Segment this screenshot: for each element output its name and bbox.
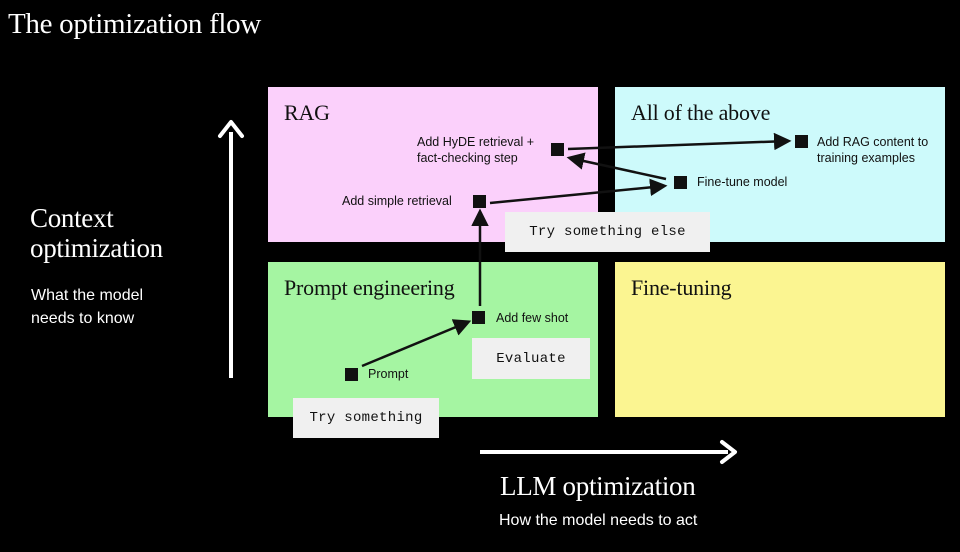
node-label-finetune-model: Fine-tune model	[697, 175, 788, 189]
node-marker-hyde	[551, 143, 564, 156]
x-axis-title: LLM optimization	[500, 471, 696, 501]
quadrant-title-rag: RAG	[284, 100, 330, 125]
quadrant-title-prompt: Prompt engineering	[284, 275, 455, 300]
node-label-rag-content: Add RAG content to training examples	[817, 134, 928, 166]
y-axis-arrow	[218, 120, 244, 378]
node-marker-few-shot	[472, 311, 485, 324]
node-label-prompt: Prompt	[368, 367, 409, 381]
node-marker-rag-content	[795, 135, 808, 148]
node-label-few-shot: Add few shot	[496, 311, 569, 325]
arrow-prompt-to-fewshot	[361, 319, 472, 368]
y-axis-subtitle: What the model needs to know	[31, 284, 143, 330]
quadrant-fine-tuning: Fine-tuning	[615, 262, 945, 417]
arrow-retrieval-to-finetune	[489, 178, 668, 205]
page-title: The optimization flow	[8, 8, 262, 40]
arrow-finetune-to-hyde	[566, 152, 667, 181]
quadrant-title-finetune: Fine-tuning	[631, 275, 732, 300]
arrow-hyde-to-rag-content	[567, 132, 792, 151]
tag-try-something-else: Try something else	[505, 212, 710, 252]
tag-try-something: Try something	[293, 398, 439, 438]
x-axis-arrow	[480, 440, 737, 464]
node-marker-simple-retrieval	[473, 195, 486, 208]
node-label-hyde-line2: fact-checking step	[417, 151, 518, 165]
y-axis-title: Context optimization	[30, 203, 163, 263]
x-axis-subtitle: How the model needs to act	[499, 512, 698, 529]
node-marker-prompt	[345, 368, 358, 381]
y-axis-title-line1: Context	[30, 203, 114, 233]
y-axis-subtitle-line1: What the model	[31, 287, 144, 304]
node-label-rag-content-line1: Add RAG content to	[817, 135, 929, 149]
quadrant-title-all: All of the above	[631, 100, 771, 125]
node-label-hyde: Add HyDE retrieval + fact-checking step	[417, 134, 534, 166]
node-marker-finetune-model	[674, 176, 687, 189]
y-axis-subtitle-line2: needs to know	[31, 310, 135, 327]
y-axis-title-line2: optimization	[30, 233, 163, 263]
node-label-simple-retrieval: Add simple retrieval	[342, 194, 452, 208]
tag-evaluate: Evaluate	[472, 338, 590, 379]
node-label-rag-content-line2: training examples	[817, 151, 915, 165]
node-label-hyde-line1: Add HyDE retrieval +	[417, 135, 535, 149]
